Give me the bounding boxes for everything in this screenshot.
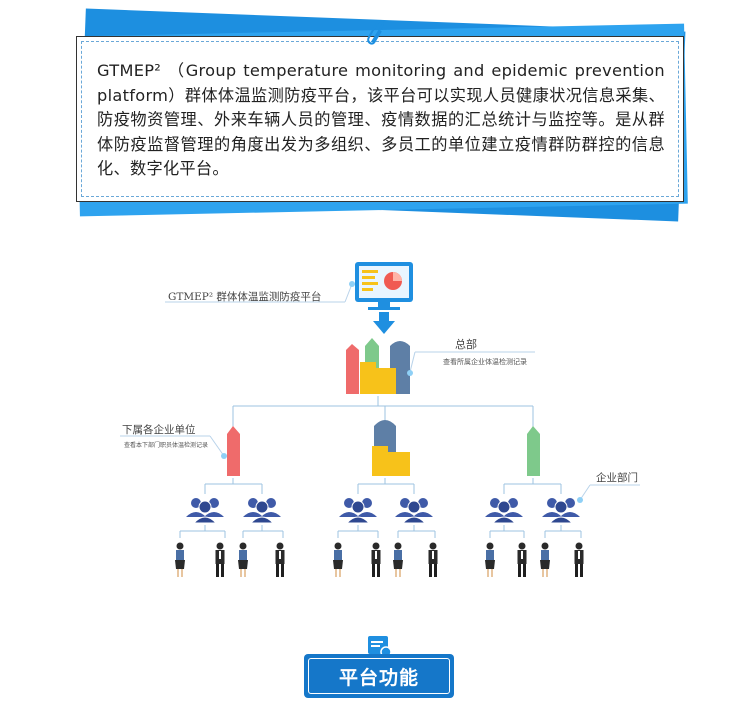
monitor-icon bbox=[355, 262, 413, 310]
hq-desc: 查看所属企业体温检测记录 bbox=[443, 358, 527, 366]
subsidiary-building-green-icon bbox=[527, 426, 540, 476]
subsidiary-desc: 查看本下部门职员体温检测记录 bbox=[124, 442, 209, 449]
platform-features-button[interactable]: 平台功能 bbox=[304, 654, 454, 698]
dept-marker bbox=[577, 497, 583, 503]
subsidiary-building-red-icon bbox=[227, 426, 240, 476]
platform-marker bbox=[349, 281, 355, 287]
department-group-icon bbox=[185, 497, 581, 524]
employee-icons bbox=[175, 542, 584, 577]
hq-buildings-icon bbox=[346, 338, 410, 394]
platform-features-label: 平台功能 bbox=[308, 658, 450, 694]
subsidiary-marker bbox=[221, 453, 227, 459]
arrow-down-icon bbox=[373, 312, 395, 334]
intro-card: GTMEP² （Group temperature monitoring and… bbox=[76, 36, 684, 202]
tree-connectors bbox=[179, 396, 582, 538]
intro-text: GTMEP² （Group temperature monitoring and… bbox=[97, 61, 665, 178]
hq-label: 总部 bbox=[455, 338, 477, 351]
subsidiary-building-blue-icon bbox=[372, 420, 410, 476]
platform-label: GTMEP² 群体体温监测防疫平台 bbox=[168, 291, 322, 303]
dept-label: 企业部门 bbox=[596, 472, 638, 484]
intro-card-border bbox=[81, 41, 679, 197]
hq-marker bbox=[407, 370, 413, 376]
paperclip-icon bbox=[367, 22, 384, 45]
subsidiary-label: 下属各企业单位 bbox=[122, 424, 196, 436]
